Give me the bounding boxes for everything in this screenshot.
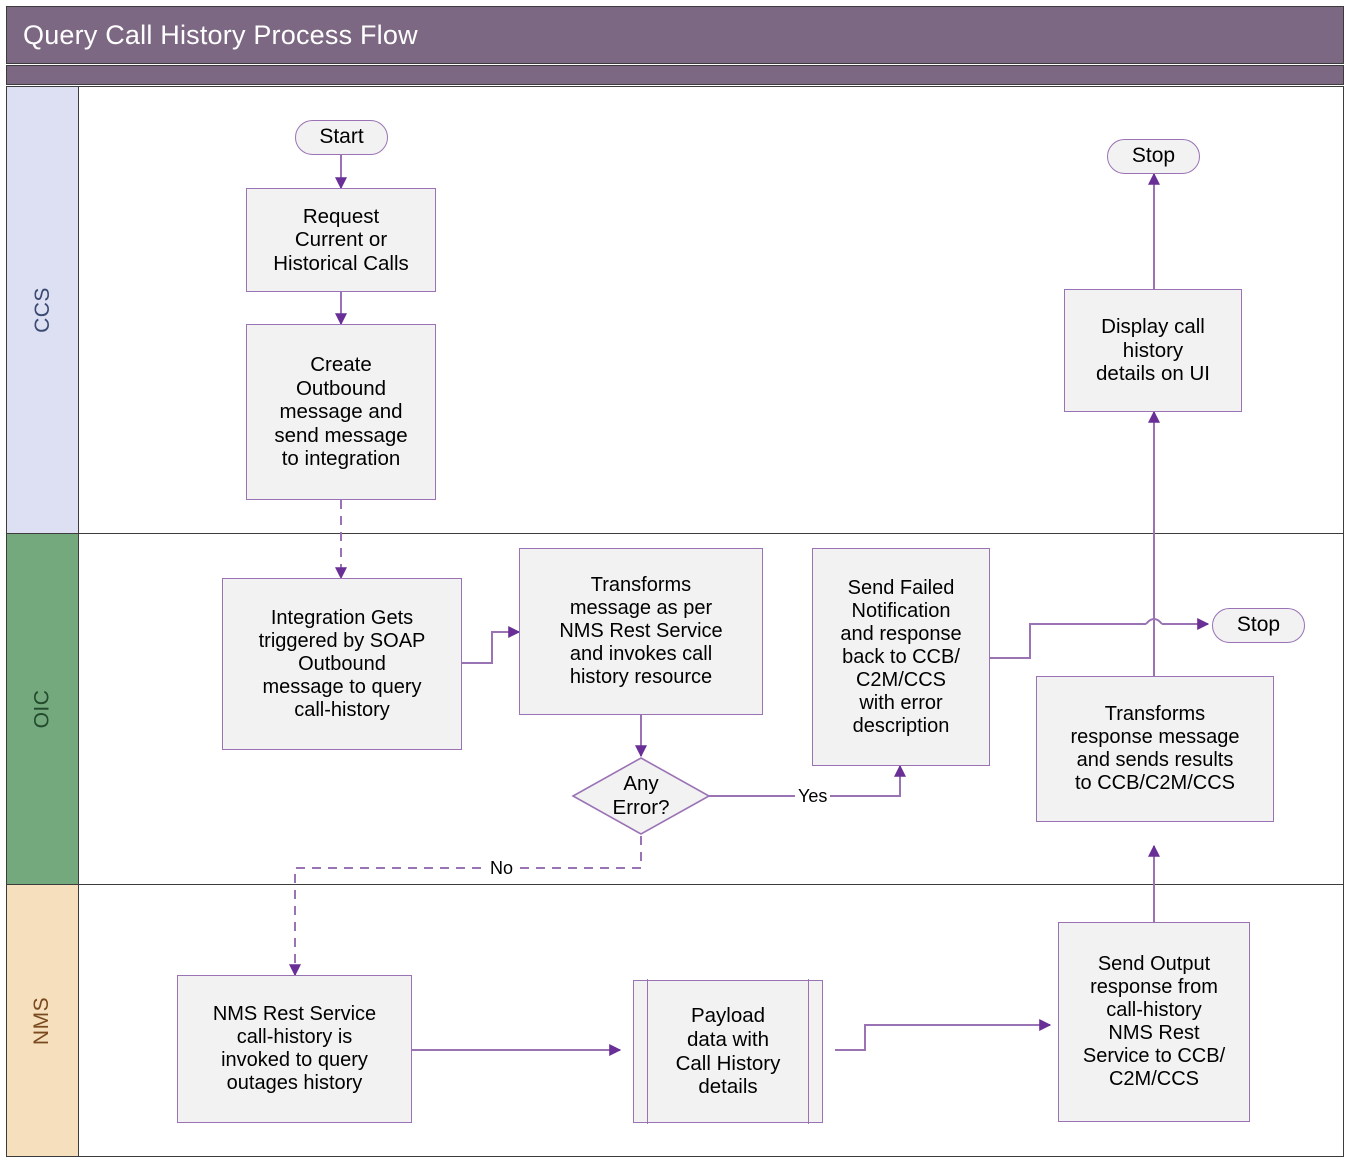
lane-header-ccs: CCS	[7, 87, 79, 533]
page-title: Query Call History Process Flow	[23, 20, 418, 50]
lane-label-ccs: CCS	[30, 287, 54, 333]
edge-label-no: No	[487, 858, 517, 879]
lane-header-nms: NMS	[7, 885, 79, 1156]
lane-label-nms: NMS	[30, 996, 54, 1045]
node-display-ui[interactable]: Display call history details on UI	[1064, 289, 1242, 412]
node-create-outbound[interactable]: Create Outbound message and send message…	[246, 324, 436, 500]
node-transform-response[interactable]: Transforms response message and sends re…	[1036, 676, 1274, 822]
node-start[interactable]: Start	[295, 120, 388, 155]
diagram-title-sub-bar	[6, 65, 1344, 85]
node-transform-request[interactable]: Transforms message as per NMS Rest Servi…	[519, 548, 763, 715]
node-integration-triggered[interactable]: Integration Gets triggered by SOAP Outbo…	[222, 578, 462, 750]
node-stop-ccs[interactable]: Stop	[1107, 139, 1200, 174]
node-any-error[interactable]: Any Error?	[571, 756, 711, 836]
edge-label-yes: Yes	[795, 786, 831, 807]
lane-header-oic: OIC	[7, 534, 79, 884]
node-send-failed[interactable]: Send Failed Notification and response ba…	[812, 548, 990, 766]
lane-label-oic: OIC	[30, 689, 54, 729]
node-stop-oic[interactable]: Stop	[1212, 608, 1305, 643]
node-send-output[interactable]: Send Output response from call-history N…	[1058, 922, 1250, 1122]
diagram-title-bar: Query Call History Process Flow	[6, 6, 1344, 64]
node-request-calls[interactable]: Request Current or Historical Calls	[246, 188, 436, 292]
node-payload-data[interactable]: Payload data with Call History details	[633, 979, 823, 1124]
node-nms-rest-service[interactable]: NMS Rest Service call-history is invoked…	[177, 975, 412, 1123]
